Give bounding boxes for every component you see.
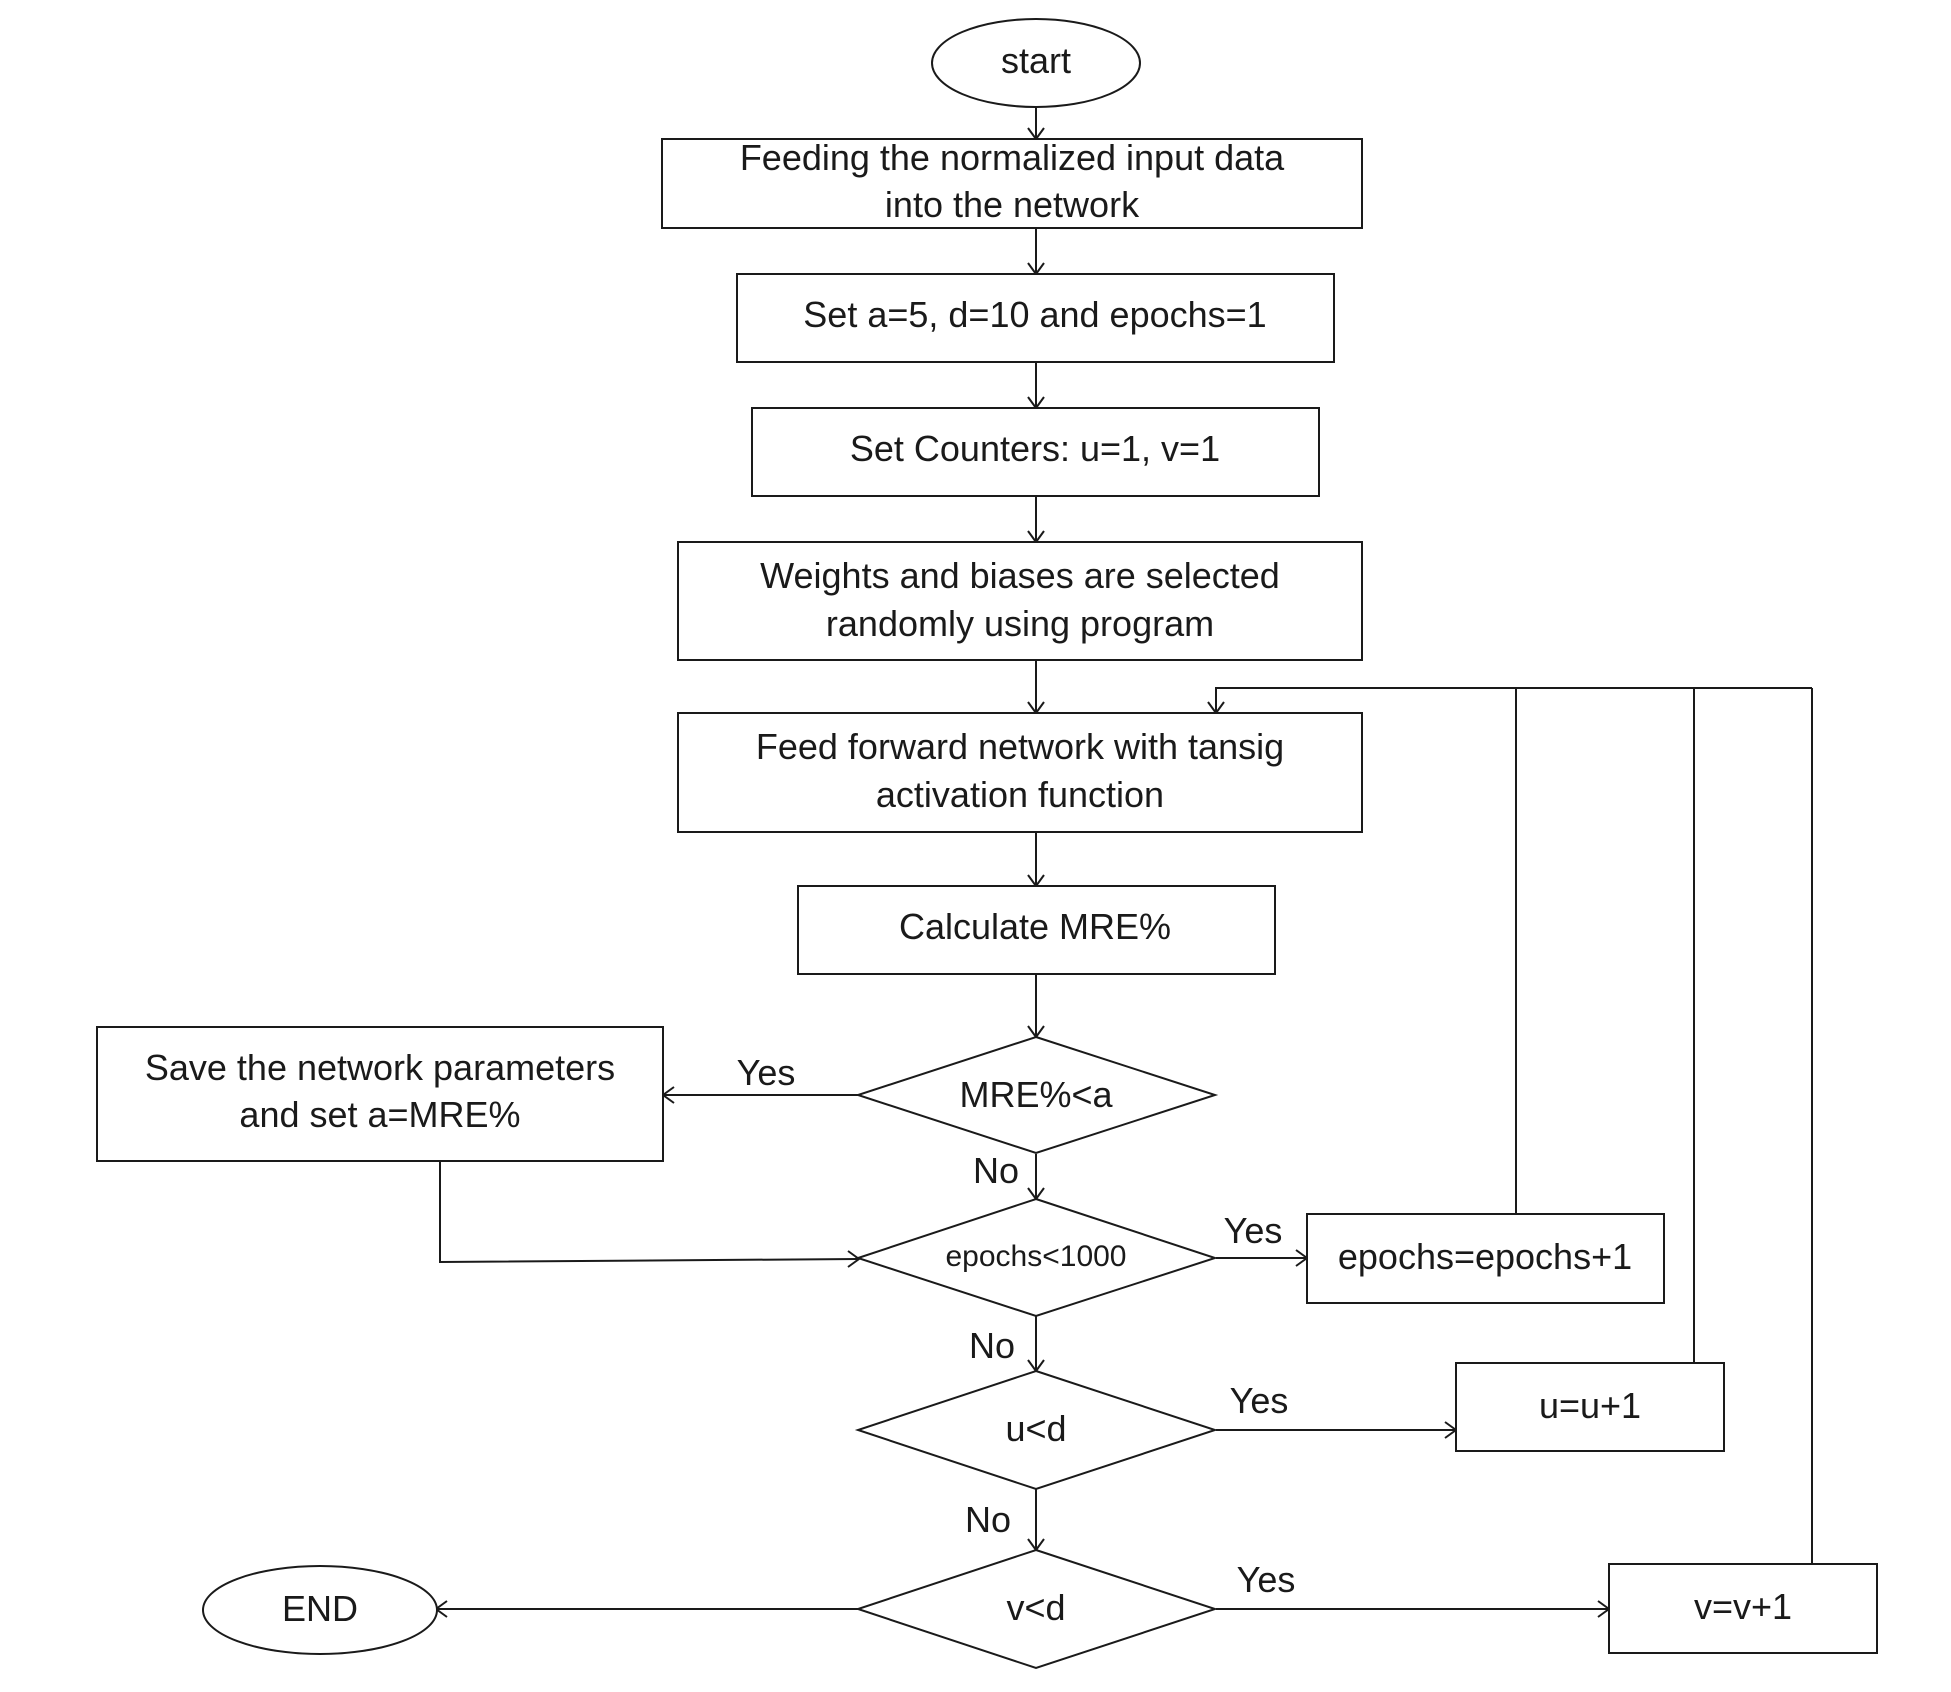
end-label: END bbox=[282, 1588, 358, 1629]
feed-forward-box: Feed forward network with tansig activat… bbox=[677, 712, 1363, 833]
feed-forward-line-2: activation function bbox=[876, 774, 1164, 815]
mre-yes-label: Yes bbox=[737, 1052, 796, 1093]
epochs-yes-label: Yes bbox=[1224, 1210, 1283, 1251]
epochs-increment-box: epochs=epochs+1 bbox=[1306, 1213, 1665, 1304]
set-params-label: Set a=5, d=10 and epochs=1 bbox=[803, 294, 1266, 335]
feed-input-box: Feeding the normalized input data into t… bbox=[661, 137, 1363, 229]
u-increment-label: u=u+1 bbox=[1539, 1385, 1641, 1426]
u-decision-label: u<d bbox=[1005, 1408, 1066, 1449]
v-decision: v<d bbox=[854, 1548, 1219, 1670]
set-counters-box: Set Counters: u=1, v=1 bbox=[751, 407, 1320, 497]
loop-top-line bbox=[1215, 687, 1812, 712]
start-label: start bbox=[1001, 40, 1071, 81]
calc-mre-label: Calculate MRE% bbox=[899, 906, 1171, 947]
feed-forward-line-1: Feed forward network with tansig bbox=[756, 726, 1284, 767]
weights-box: Weights and biases are selected randomly… bbox=[677, 541, 1363, 661]
end-terminal: END bbox=[202, 1565, 438, 1655]
connectors bbox=[437, 108, 1813, 1610]
mre-decision-label: MRE%<a bbox=[959, 1074, 1113, 1115]
branch-labels: Yes No Yes No Yes No Yes bbox=[737, 1052, 1296, 1600]
epochs-decision: epochs<1000 bbox=[854, 1197, 1219, 1318]
u-decision: u<d bbox=[854, 1369, 1219, 1491]
calc-mre-box: Calculate MRE% bbox=[797, 885, 1276, 975]
set-counters-label: Set Counters: u=1, v=1 bbox=[850, 428, 1220, 469]
mre-no-label: No bbox=[973, 1150, 1019, 1191]
connector-save-to-epochs bbox=[439, 1162, 859, 1264]
save-params-box: Save the network parameters and set a=MR… bbox=[96, 1026, 664, 1162]
u-no-label: No bbox=[965, 1499, 1011, 1540]
epochs-decision-label: epochs<1000 bbox=[946, 1240, 1127, 1273]
feed-input-line-2: into the network bbox=[885, 184, 1140, 225]
feed-input-line-1: Feeding the normalized input data bbox=[740, 137, 1285, 178]
epochs-no-label: No bbox=[969, 1325, 1015, 1366]
weights-line-1: Weights and biases are selected bbox=[760, 555, 1280, 596]
u-increment-box: u=u+1 bbox=[1455, 1362, 1725, 1452]
save-params-line-1: Save the network parameters bbox=[145, 1047, 615, 1088]
save-params-line-2: and set a=MRE% bbox=[239, 1094, 520, 1135]
mre-decision: MRE%<a bbox=[854, 1035, 1219, 1155]
start-terminal: start bbox=[931, 18, 1141, 108]
u-yes-label: Yes bbox=[1230, 1380, 1289, 1421]
epochs-increment-label: epochs=epochs+1 bbox=[1338, 1236, 1632, 1277]
weights-line-2: randomly using program bbox=[826, 603, 1214, 644]
v-increment-box: v=v+1 bbox=[1608, 1563, 1878, 1654]
v-increment-label: v=v+1 bbox=[1694, 1586, 1792, 1627]
v-yes-label: Yes bbox=[1237, 1559, 1296, 1600]
v-decision-label: v<d bbox=[1006, 1587, 1065, 1628]
set-params-box: Set a=5, d=10 and epochs=1 bbox=[736, 273, 1335, 363]
